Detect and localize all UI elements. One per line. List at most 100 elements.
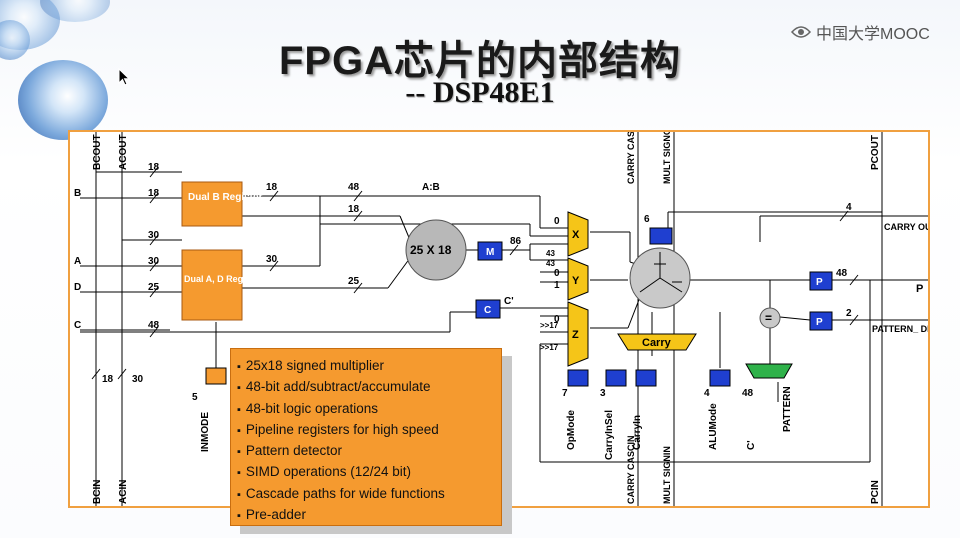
label-ab: A:B <box>422 182 440 193</box>
width-acin: 30 <box>132 374 144 385</box>
alumode-register <box>709 369 731 387</box>
dual-b-register-label: Dual B Register <box>188 192 263 203</box>
feature-item: 48-bit add/subtract/accumulate <box>237 376 501 397</box>
feature-item: SIMD operations (12/24 bit) <box>237 461 501 482</box>
value-z-zero: 0 <box>554 314 560 325</box>
p-register-detect <box>809 311 833 331</box>
output-carry-out: CARRY OUT <box>884 222 928 232</box>
width-opmode: 7 <box>562 388 568 399</box>
width-pattern: 48 <box>742 388 754 399</box>
slide-subtitle: -- DSP48E1 <box>405 76 555 109</box>
shift-17-b: >>17 <box>540 343 559 352</box>
width-p: 48 <box>836 268 848 279</box>
carry-block <box>617 333 697 351</box>
port-multsignin: MULT SIGNIN <box>662 446 672 504</box>
port-carrycascout: CARRY CASCOUT <box>626 132 636 184</box>
input-b: B <box>74 188 81 199</box>
width-m-43b: 43 <box>546 259 555 268</box>
feature-item: 25x18 signed multiplier <box>237 355 501 376</box>
port-bcout: BCOUT <box>92 134 103 170</box>
width-bcin: 18 <box>102 374 114 385</box>
value-y-zero: 0 <box>554 268 560 279</box>
width-pattern-detect: 2 <box>846 308 852 319</box>
pattern-mux <box>745 363 793 379</box>
width-b-in: 18 <box>148 188 160 199</box>
decorative-bubble-large <box>18 60 108 140</box>
width-m-out: 86 <box>510 236 522 247</box>
label-pattern: PATTERN <box>782 386 793 432</box>
input-c: C <box>74 320 81 331</box>
label-c-prime-control: C' <box>746 440 757 450</box>
carry-block-label: Carry <box>642 337 672 349</box>
feature-item: Pattern detector <box>237 440 501 461</box>
width-carryinsel: 3 <box>600 388 606 399</box>
shift-17-a: >>17 <box>540 321 559 330</box>
loop-register <box>649 227 673 245</box>
width-c-in: 48 <box>148 320 160 331</box>
multiplier-label: 25 X 18 <box>410 243 452 257</box>
width-d-in: 25 <box>148 282 160 293</box>
inmode-register <box>205 367 227 385</box>
width-a-to-b: 30 <box>148 230 160 241</box>
dual-ad-register <box>181 249 243 321</box>
input-d: D <box>74 282 81 293</box>
decorative-bubble-top <box>40 0 110 22</box>
y-mux-label: Y <box>572 275 580 287</box>
x-mux-label: X <box>572 229 580 241</box>
port-pcin: PCIN <box>870 480 881 504</box>
width-mult-a: 25 <box>348 276 360 287</box>
port-pcout: PCOUT <box>870 135 881 170</box>
slide-title: FPGA芯片的内部结构 <box>278 39 682 83</box>
dual-b-register <box>181 181 243 227</box>
width-inmode: 5 <box>192 392 198 403</box>
feature-item: Cascade paths for wide functions <box>237 483 501 504</box>
m-register <box>477 241 503 261</box>
value-y-one: 1 <box>554 280 560 291</box>
p-register-out-label: P <box>816 277 823 288</box>
p-register-detect-label: P <box>816 317 823 328</box>
width-m-43a: 43 <box>546 249 555 258</box>
z-mux <box>567 301 589 367</box>
feature-item: 48-bit logic operations <box>237 398 501 419</box>
dual-ad-register-label: Dual A, D Register With Pre-adder <box>184 274 329 284</box>
m-register-label: M <box>486 247 494 258</box>
output-p: P <box>916 283 923 295</box>
mooc-logo-icon <box>790 26 812 38</box>
label-alumode: ALUMode <box>708 403 719 450</box>
width-mult-b: 18 <box>348 204 360 215</box>
watermark-text: 中国大学MOOC <box>816 26 930 43</box>
y-mux <box>567 257 589 301</box>
label-inmode: INMODE <box>200 412 211 452</box>
width-a-in: 30 <box>148 256 160 267</box>
width-carry: 4 <box>846 202 852 213</box>
label-carryin: CarryIn <box>632 415 643 450</box>
label-opmode: OpMode <box>566 410 577 450</box>
opmode-register <box>567 369 589 387</box>
c-register-label: C <box>484 305 491 316</box>
width-ab: 48 <box>348 182 360 193</box>
c-register <box>475 299 501 319</box>
port-bcin: BCIN <box>92 480 103 504</box>
feature-list-box: 25x18 signed multiplier 48-bit add/subtr… <box>230 348 502 526</box>
comparator-label: = <box>765 311 772 325</box>
feature-item: Pipeline registers for high speed <box>237 419 501 440</box>
width-b-out: 18 <box>266 182 278 193</box>
mooc-watermark: 中国大学MOOC <box>790 20 930 44</box>
alu-symbols <box>639 252 683 293</box>
label-carryinsel: CarryInSel <box>604 410 615 460</box>
p-register-out <box>809 271 833 291</box>
multiplier-25x18 <box>405 219 467 281</box>
port-acout: ACOUT <box>118 134 129 170</box>
port-acin: ACIN <box>118 480 129 504</box>
diagram-canvas: Dual B Register Dual A, D Register With … <box>74 105 957 506</box>
port-carrycascin: CARRY CASCIN <box>626 435 636 504</box>
mouse-cursor-icon <box>118 68 131 86</box>
port-multsignout: MULT SIGNOUT <box>662 132 672 184</box>
value-x-zero: 0 <box>554 216 560 227</box>
width-b-top: 18 <box>148 162 160 173</box>
width-a-out: 30 <box>266 254 278 265</box>
input-a: A <box>74 256 81 267</box>
carryinsel-register <box>605 369 627 387</box>
feature-item: Pre-adder <box>237 504 501 525</box>
width-alumode: 4 <box>704 388 710 399</box>
